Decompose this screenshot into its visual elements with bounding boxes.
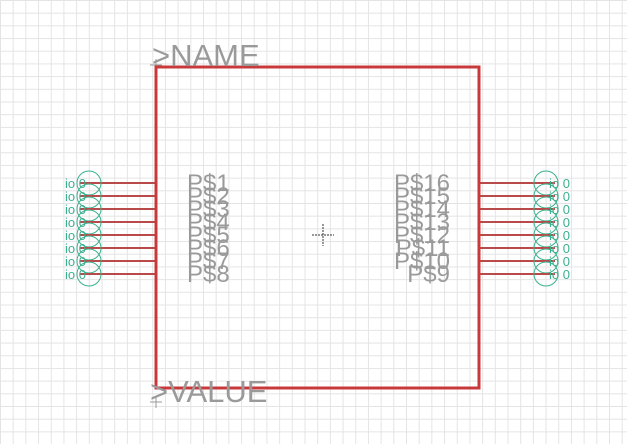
- pin-name-label: P$11: [396, 235, 450, 262]
- pin-io-ring: [533, 261, 559, 287]
- pin-name-label: P$5: [187, 222, 230, 249]
- pin-name-label: P$8: [187, 261, 230, 288]
- value-label-origin: [150, 396, 162, 408]
- pin-name-label: P$3: [187, 196, 230, 223]
- pin-name-label: P$13: [394, 209, 450, 236]
- pin-name-label: P$15: [394, 183, 450, 210]
- pin-left-8[interactable]: io 0 P$8: [65, 261, 230, 288]
- pin-name-label: P$4: [187, 209, 230, 236]
- origin-crosshair: [312, 224, 334, 246]
- pin-right-6[interactable]: io 0P$11: [396, 235, 570, 262]
- value-label[interactable]: >VALUE: [150, 374, 267, 409]
- symbol-outline[interactable]: [154, 65, 481, 390]
- name-label[interactable]: >NAME: [152, 38, 260, 73]
- pin-io-label: io 0: [65, 267, 86, 282]
- pin-name-label: P$2: [187, 183, 230, 210]
- pin-name-label: P$12: [394, 222, 450, 249]
- pin-io-label: io 0: [549, 267, 570, 282]
- pin-right-8[interactable]: io 0 P$9: [407, 261, 570, 288]
- pin-io-ring: [76, 261, 102, 287]
- pin-name-label: P$1: [187, 170, 230, 197]
- pin-name-label: P$9: [407, 261, 450, 288]
- pin-name-label: P$16: [394, 170, 450, 197]
- pin-name-label: P$10: [394, 248, 450, 275]
- pin-name-label: P$7: [187, 248, 230, 275]
- pin-right-3[interactable]: io 0P$14: [394, 196, 570, 223]
- pin-right-1[interactable]: io 0P$16: [394, 170, 570, 197]
- pin-name-label: P$6: [187, 235, 230, 262]
- pin-name-label: P$14: [394, 196, 450, 223]
- pin-right-2[interactable]: io 0P$15: [394, 183, 570, 210]
